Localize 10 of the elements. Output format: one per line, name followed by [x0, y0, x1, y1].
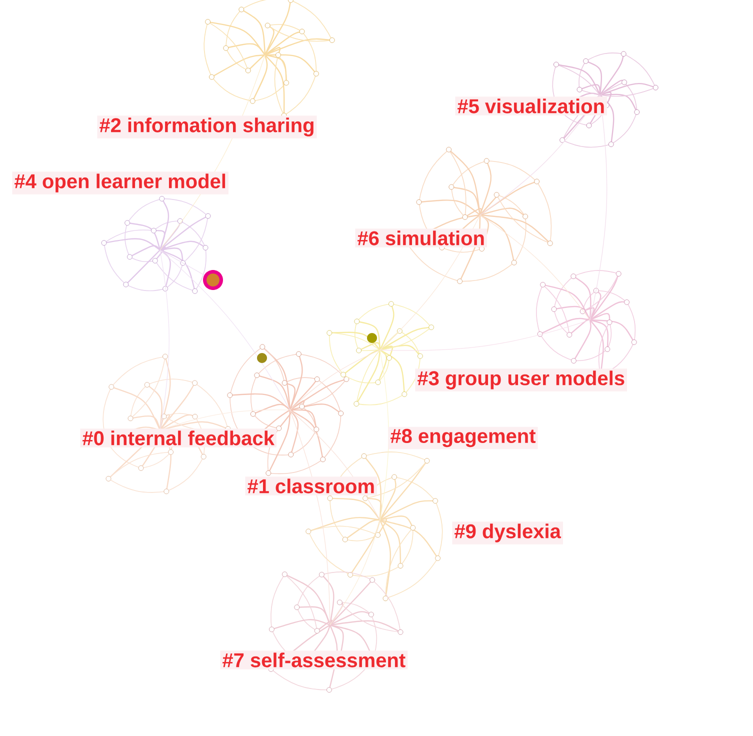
- cluster-label: #8 engagement: [388, 426, 538, 450]
- cluster-label: #4 open learner model: [12, 172, 228, 194]
- cluster-label: #2 information sharing: [97, 116, 317, 138]
- cluster-label: #6 simulation: [355, 228, 488, 248]
- cluster-label: #7 self-assessment: [220, 650, 408, 670]
- cluster-label: #1 classroom: [245, 476, 378, 496]
- cluster-label: #9 dyslexia: [452, 522, 563, 544]
- cluster-label: #3 group user models: [415, 368, 628, 392]
- cluster-label: #5 visualization: [455, 96, 608, 116]
- cluster-label: #0 internal feedback: [80, 428, 276, 448]
